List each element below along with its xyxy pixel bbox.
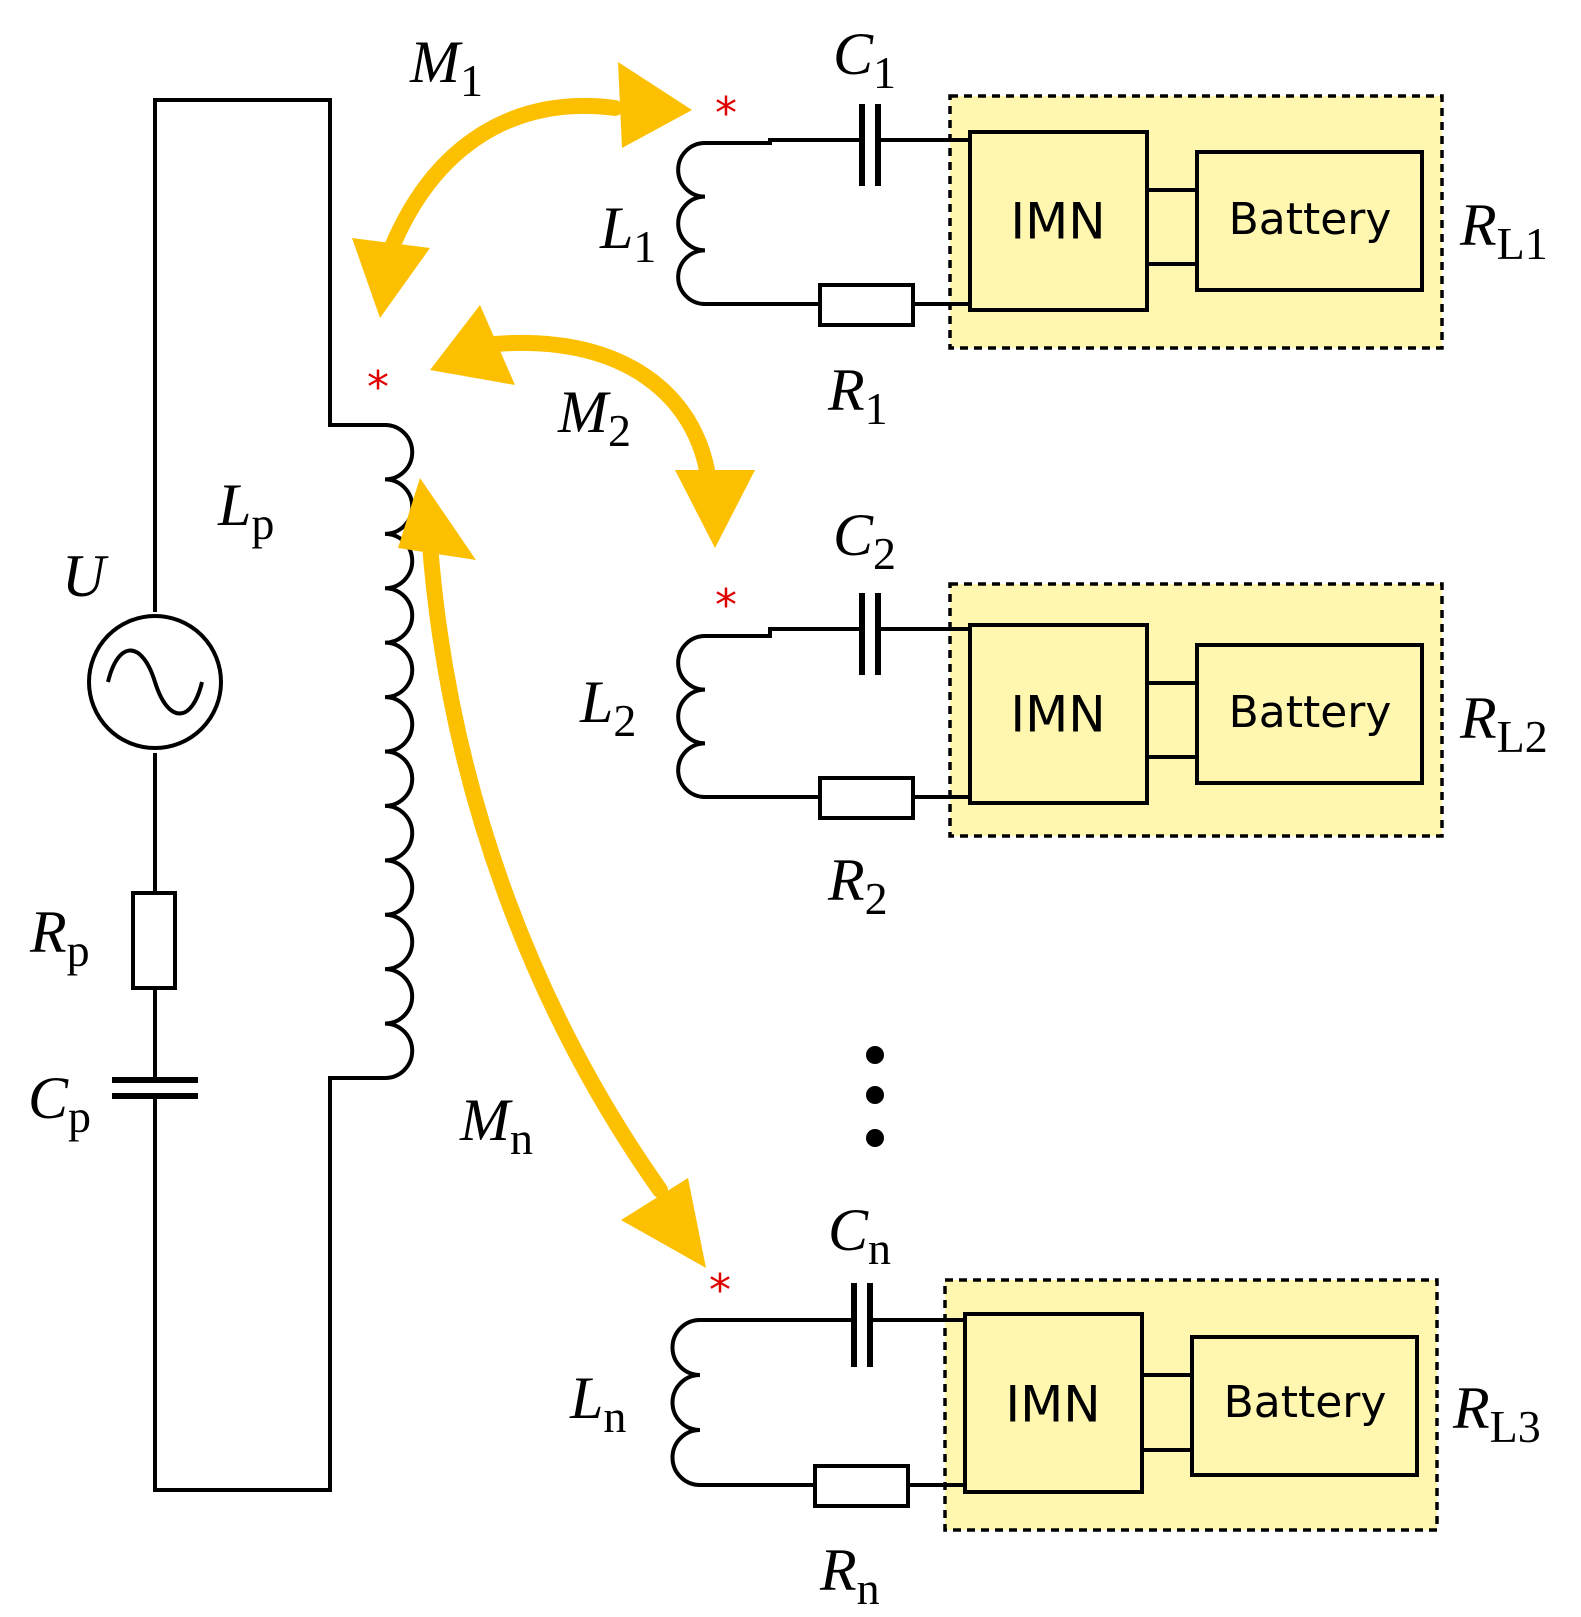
primary-dot-marker: * xyxy=(367,362,389,413)
battery-label-1: Battery xyxy=(1229,194,1392,245)
load-2-label: RL2 xyxy=(1459,685,1548,762)
imn-label-n: IMN xyxy=(1005,1376,1100,1434)
battery-label-n: Battery xyxy=(1224,1377,1387,1428)
primary-capacitor-label: Cp xyxy=(28,1065,91,1142)
battery-box-n xyxy=(1190,1335,1419,1477)
primary-resistor xyxy=(131,891,177,990)
imn-label-2: IMN xyxy=(1010,686,1105,744)
receiver-n: IMN Battery xyxy=(670,1278,1439,1532)
receiver-1-wire xyxy=(703,138,1199,306)
receiver-1-coil xyxy=(676,141,707,306)
primary-coil xyxy=(383,423,415,1080)
coupling-arrow-m1 xyxy=(352,62,692,318)
receiver-2-inductor-label: L2 xyxy=(579,669,636,746)
receiver-1-resistor-label: R1 xyxy=(827,357,888,434)
coupling-arrow-m2 xyxy=(430,305,755,548)
coupling-arrow-mn xyxy=(398,478,706,1268)
imn-box-n xyxy=(963,1312,1144,1494)
battery-box-2 xyxy=(1195,643,1424,785)
receiver-n-resistor xyxy=(813,1464,910,1508)
primary-circuit xyxy=(87,98,415,1492)
ac-source xyxy=(87,614,223,750)
mutual-1-label: M1 xyxy=(409,29,483,106)
load-1-label: RL1 xyxy=(1459,192,1548,269)
receiver-1: IMN Battery xyxy=(676,94,1444,350)
primary-resistor-label: Rp xyxy=(29,899,90,976)
primary-inductor-label: Lp xyxy=(217,472,274,549)
imn-box-2 xyxy=(968,623,1149,805)
receiver-n-coil xyxy=(670,1318,702,1487)
ellipsis-dots xyxy=(866,1046,884,1147)
load-n-label: RL3 xyxy=(1452,1375,1541,1452)
receiver-2-resistor-label: R2 xyxy=(827,847,888,924)
imn-label-1: IMN xyxy=(1010,193,1105,251)
receiver-2: IMN Battery xyxy=(676,582,1444,838)
receiver-2-resistor xyxy=(818,776,915,820)
receiver-1-resistor xyxy=(818,283,915,327)
receiver-1-inductor-label: L1 xyxy=(599,195,656,272)
receiver-2-capacitor-label: C2 xyxy=(833,502,896,579)
receiver-2-coil xyxy=(676,634,707,799)
source-label: U xyxy=(62,543,109,609)
receiver-1-capacitor-label: C1 xyxy=(833,21,896,98)
receiver-n-dot-marker: * xyxy=(709,1265,731,1316)
receiver-2-dot-marker: * xyxy=(715,580,737,631)
mutual-n-label: Mn xyxy=(459,1087,533,1164)
primary-capacitor xyxy=(112,1077,198,1127)
receiver-n-capacitor-label: Cn xyxy=(828,1197,891,1274)
battery-label-2: Battery xyxy=(1229,687,1392,738)
receiver-n-inductor-label: Ln xyxy=(569,1365,626,1442)
mutual-2-label: M2 xyxy=(557,379,631,456)
receiver-2-wire xyxy=(703,627,1199,799)
imn-box-1 xyxy=(968,130,1149,312)
receiver-n-resistor-label: Rn xyxy=(819,1537,880,1614)
receiver-1-dot-marker: * xyxy=(715,88,737,139)
battery-box-1 xyxy=(1195,150,1424,292)
primary-wire xyxy=(153,98,387,1492)
receiver-n-wire xyxy=(698,1318,1194,1487)
